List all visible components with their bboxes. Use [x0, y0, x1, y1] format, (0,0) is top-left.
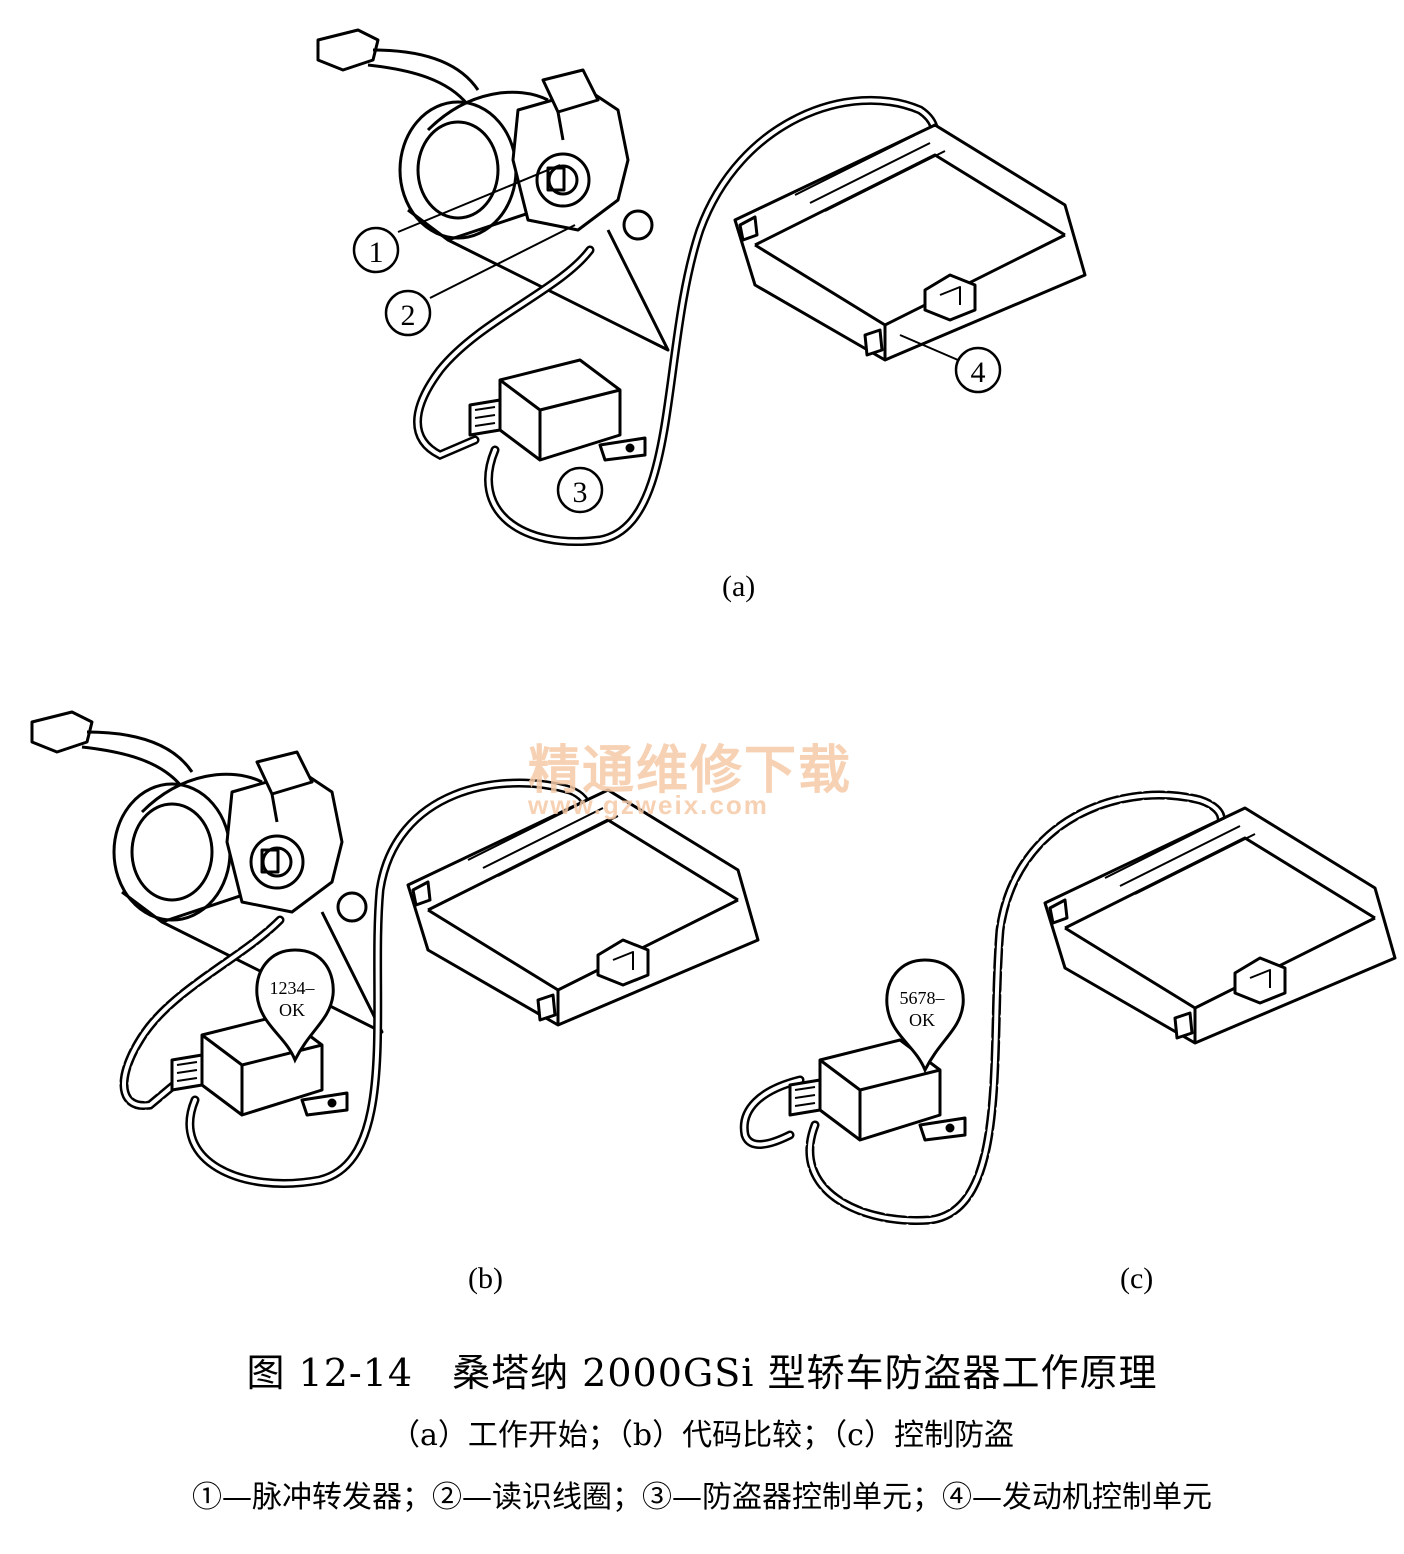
watermark-text: 精通维修下载: [528, 740, 853, 801]
svg-text:OK: OK: [279, 1000, 305, 1020]
figure-subtitle: （a）工作开始；（b）代码比较；（c）控制防盗: [390, 1418, 1014, 1453]
engine-control-unit-c: [1043, 806, 1397, 1045]
figure-title: 图 12-14 桑塔纳 2000GSi 型轿车防盗器工作原理: [246, 1351, 1158, 1395]
engine-control-unit-b: [406, 788, 760, 1027]
svg-text:OK: OK: [909, 1010, 935, 1030]
svg-text:5678–: 5678–: [900, 988, 946, 1008]
svg-text:1234–: 1234–: [270, 978, 316, 998]
callout-2: 2: [384, 289, 432, 337]
code-bubble-b: 1234– OK: [255, 948, 335, 1062]
svg-text:3: 3: [573, 476, 588, 509]
callout-4: 4: [954, 346, 1002, 394]
panel-a: 1 2 3 4: [316, 28, 1087, 546]
svg-text:4: 4: [971, 356, 986, 389]
figure-legend: ①—脉冲转发器；②—读识线圈；③—防盗器控制单元；④—发动机控制单元: [192, 1480, 1212, 1515]
panel-label-b: (b): [468, 1262, 503, 1295]
steering-switch-assembly-a: [316, 28, 670, 352]
watermark-url: www.gzweix.com: [528, 790, 769, 820]
panel-label-c: (c): [1120, 1262, 1154, 1295]
callout-1: 1: [352, 226, 400, 274]
svg-text:2: 2: [401, 299, 416, 332]
code-bubble-c: 5678– OK: [885, 958, 965, 1072]
panel-b: 1234– OK: [30, 710, 760, 1188]
engine-control-unit-a: [733, 123, 1087, 362]
callout-3: 3: [556, 466, 604, 514]
svg-text:1: 1: [369, 236, 384, 269]
panel-c: 5678– OK: [739, 790, 1397, 1225]
panel-label-a: (a): [722, 570, 756, 603]
immobilizer-control-unit-a: [468, 358, 647, 462]
